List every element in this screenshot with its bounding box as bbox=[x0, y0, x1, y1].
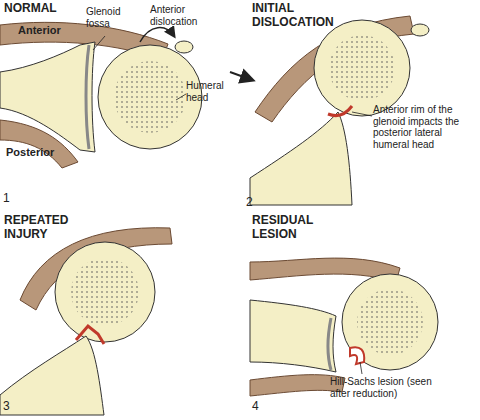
callout-number: 4 bbox=[252, 400, 266, 414]
panel-repeated bbox=[0, 228, 172, 415]
panel-heading: REPEATED INJURY bbox=[4, 214, 84, 242]
part-label: Anterior dislocation bbox=[150, 4, 230, 27]
callout-number: 3 bbox=[3, 400, 17, 414]
part-label: Hill-Sachs lesion (seen after reduction) bbox=[330, 376, 450, 399]
part-label: Glenoid fossa bbox=[86, 6, 136, 29]
side-label: Posterior bbox=[6, 146, 76, 159]
panel-residual bbox=[250, 258, 438, 396]
panel-heading: INITIAL DISLOCATION bbox=[252, 2, 352, 30]
callout-number: 1 bbox=[3, 192, 17, 206]
part-label: Humeral head bbox=[186, 80, 234, 103]
panel-normal bbox=[0, 22, 202, 168]
callout-number: 2 bbox=[246, 196, 260, 210]
side-label: Anterior bbox=[18, 24, 78, 37]
panel-heading: RESIDUAL LESION bbox=[252, 214, 342, 242]
part-label: Anterior rim of the glenoid impacts the … bbox=[373, 104, 479, 150]
panel-heading: NORMAL bbox=[4, 2, 84, 16]
